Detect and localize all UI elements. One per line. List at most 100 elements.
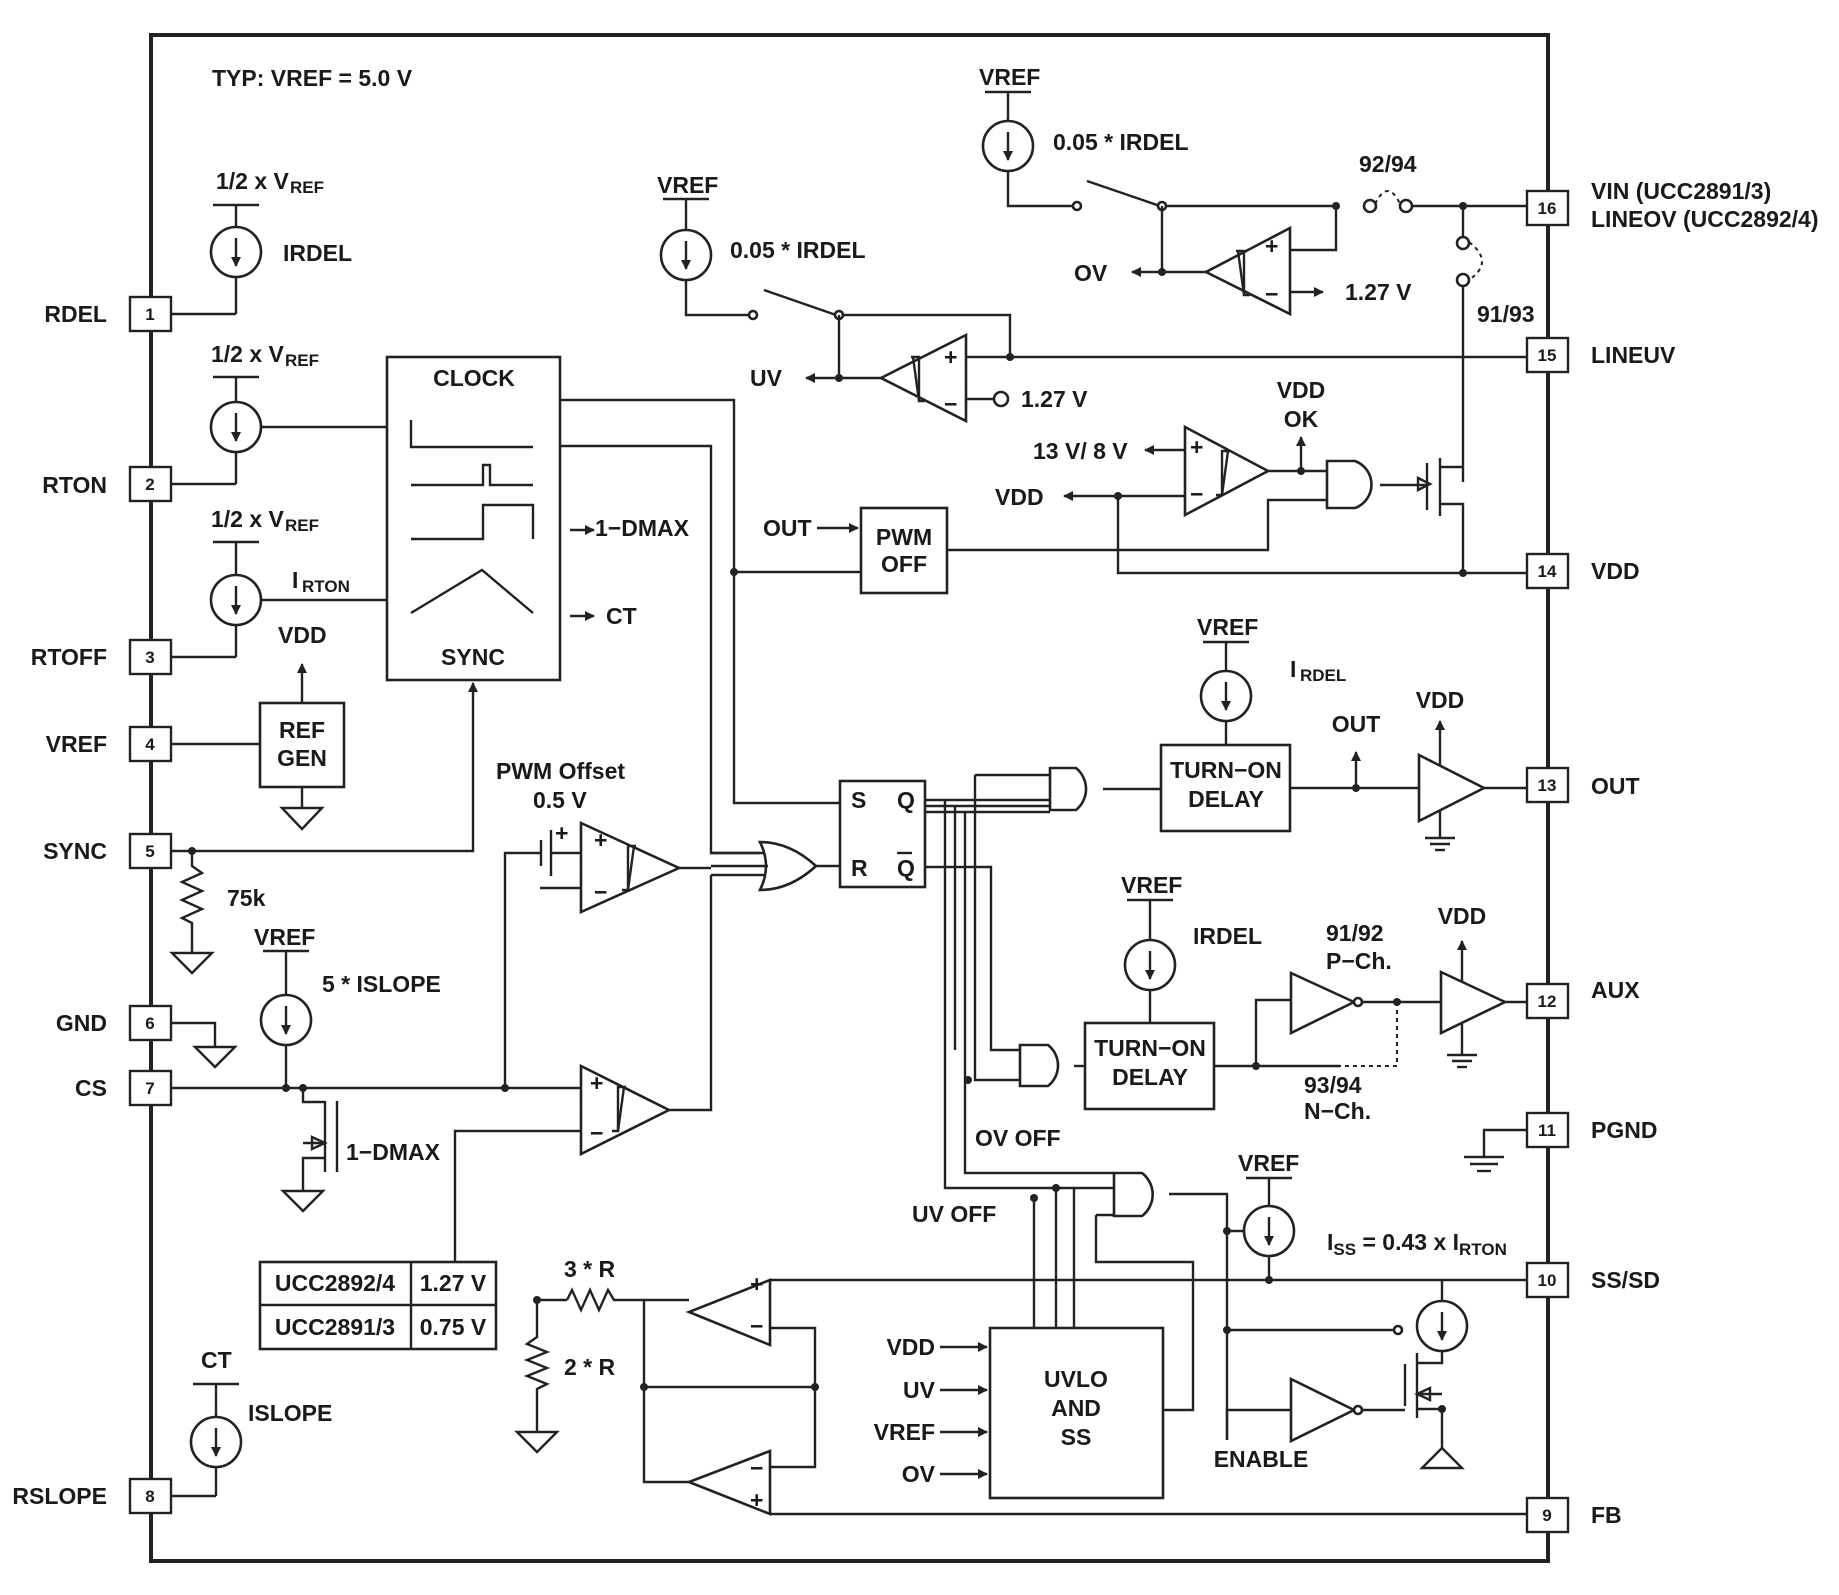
svg-text:0.75 V: 0.75 V: [420, 1314, 487, 1340]
svg-text:12: 12: [1538, 992, 1557, 1011]
ct-output-label: CT: [606, 603, 637, 629]
svg-text:Q: Q: [897, 855, 915, 881]
svg-text:+: +: [590, 1070, 603, 1096]
pin-label-pgnd: PGND: [1591, 1117, 1657, 1143]
turn-on-delay-aux: TURN−ON DELAY: [1083, 1021, 1216, 1111]
svg-text:REF: REF: [285, 516, 319, 535]
svg-text:+: +: [1265, 233, 1278, 259]
svg-text:−: −: [1190, 481, 1203, 507]
pin-label-lineov: LINEOV (UCC2892/4): [1591, 206, 1819, 232]
vdd-ok-label-1: VDD: [1277, 377, 1326, 403]
svg-text:VREF: VREF: [1238, 1150, 1299, 1176]
svg-text:RTON: RTON: [302, 577, 350, 596]
svg-text:1/2 x V: 1/2 x V: [216, 168, 290, 194]
ref-gen-block: REF GEN: [258, 701, 346, 789]
pin-16: 16 VIN (UCC2891/3) LINEOV (UCC2892/4): [1525, 178, 1819, 232]
svg-text:Q: Q: [897, 787, 915, 813]
iss-label: ISS = 0.43 x IRTON: [1327, 1229, 1507, 1259]
ov-off-label: OV OFF: [975, 1125, 1061, 1151]
svg-text:16: 16: [1538, 199, 1557, 218]
turn-on-delay-out: TURN−ON DELAY: [1159, 743, 1292, 833]
pin-label-lineuv: LINEUV: [1591, 342, 1676, 368]
pin-label-rtoff: RTOFF: [31, 644, 107, 670]
pwm-off-block: PWM OFF: [859, 506, 949, 595]
pin-1: 1 RDEL: [44, 295, 173, 333]
svg-text:13: 13: [1538, 776, 1557, 795]
pin-label-vref: VREF: [46, 731, 107, 757]
svg-text:GEN: GEN: [277, 745, 327, 771]
current-source-rton: 1/2 x V REF: [171, 341, 387, 486]
svg-text:5 * ISLOPE: 5 * ISLOPE: [322, 971, 441, 997]
svg-text:I: I: [292, 567, 298, 593]
svg-text:IRDEL: IRDEL: [1193, 923, 1262, 949]
current-source-ss: VREF: [1227, 1150, 1299, 1280]
current-source-rtoff: 1/2 x V REF I RTON: [171, 506, 387, 659]
pin-label-fb: FB: [1591, 1502, 1622, 1528]
uv-threshold-label: 1.27 V: [1021, 386, 1088, 412]
pch-label-1: 91/92: [1326, 920, 1384, 946]
svg-text:1.27 V: 1.27 V: [420, 1270, 487, 1296]
vdd-threshold-label: 13 V/ 8 V: [1033, 438, 1128, 464]
pin-9: 9 FB: [1525, 1496, 1622, 1534]
svg-text:+: +: [594, 827, 607, 853]
svg-text:VREF: VREF: [979, 64, 1040, 90]
svg-text:SS: SS: [1061, 1424, 1092, 1450]
svg-text:DELAY: DELAY: [1112, 1064, 1188, 1090]
svg-text:15: 15: [1538, 346, 1557, 365]
svg-text:9: 9: [1542, 1506, 1551, 1525]
offset-table: UCC2892/4 1.27 V UCC2891/3 0.75 V: [258, 1260, 498, 1351]
svg-text:VREF: VREF: [254, 924, 315, 950]
svg-text:SYNC: SYNC: [441, 644, 505, 670]
pin-label-rdel: RDEL: [44, 301, 107, 327]
pin-14: 14 VDD: [1525, 552, 1640, 590]
current-source-irdel-out: VREF I RDEL: [1197, 614, 1346, 745]
pin-label-ss-sd: SS/SD: [1591, 1267, 1660, 1293]
current-source-mid: VREF 0.05 * IRDEL: [657, 172, 866, 317]
vdd-ok-label-2: OK: [1284, 406, 1319, 432]
svg-text:2: 2: [145, 475, 154, 494]
pin-label-rton: RTON: [42, 472, 107, 498]
enable-label: ENABLE: [1214, 1446, 1309, 1472]
svg-text:AND: AND: [1051, 1395, 1101, 1421]
clock-block: CLOCK SYNC: [385, 355, 562, 682]
out-buffer-vdd: VDD: [1416, 687, 1465, 713]
svg-text:UVLO: UVLO: [1044, 1366, 1108, 1392]
svg-text:DELAY: DELAY: [1188, 786, 1264, 812]
pin-4: 4 VREF: [46, 725, 173, 763]
option-91-93-label: 91/93: [1477, 301, 1535, 327]
svg-text:ISLOPE: ISLOPE: [248, 1400, 332, 1426]
pin-label-out: OUT: [1591, 773, 1640, 799]
svg-text:PWM: PWM: [876, 524, 932, 550]
pin-5: 5 SYNC: [43, 832, 173, 870]
pin-3: 3 RTOFF: [31, 638, 173, 676]
pin-label-gnd: GND: [56, 1010, 107, 1036]
svg-text:S: S: [851, 787, 866, 813]
uvlo-input-vref: VREF: [874, 1419, 935, 1445]
aux-buffer-vdd: VDD: [1438, 903, 1487, 929]
svg-text:UCC2892/4: UCC2892/4: [275, 1270, 395, 1296]
svg-text:CLOCK: CLOCK: [433, 365, 515, 391]
svg-text:0.05 * IRDEL: 0.05 * IRDEL: [730, 237, 866, 263]
out-net-label: OUT: [1332, 711, 1381, 737]
current-source-islope: CT ISLOPE: [171, 1347, 332, 1498]
current-source-top: VREF 0.05 * IRDEL: [979, 64, 1189, 208]
pin-12: 12 AUX: [1525, 977, 1640, 1020]
uvlo-input-ov: OV: [902, 1461, 936, 1487]
svg-text:8: 8: [145, 1487, 154, 1506]
svg-text:IRDEL: IRDEL: [283, 240, 352, 266]
svg-text:TURN−ON: TURN−ON: [1094, 1035, 1206, 1061]
uv-label: UV: [750, 365, 783, 391]
svg-text:REF: REF: [279, 717, 325, 743]
svg-text:11: 11: [1538, 1121, 1556, 1140]
option-92-94-label: 92/94: [1359, 151, 1417, 177]
resistor-2r-label: 2 * R: [564, 1354, 616, 1380]
svg-text:REF: REF: [285, 351, 319, 370]
typ-note: TYP: VREF = 5.0 V: [212, 65, 413, 91]
svg-text:VREF: VREF: [657, 172, 718, 198]
pin-label-rslope: RSLOPE: [12, 1483, 107, 1509]
svg-text:+: +: [750, 1271, 763, 1297]
svg-text:5: 5: [145, 842, 154, 861]
svg-text:7: 7: [145, 1079, 154, 1098]
vdd-left-label: VDD: [995, 484, 1044, 510]
svg-text:OFF: OFF: [881, 551, 927, 577]
